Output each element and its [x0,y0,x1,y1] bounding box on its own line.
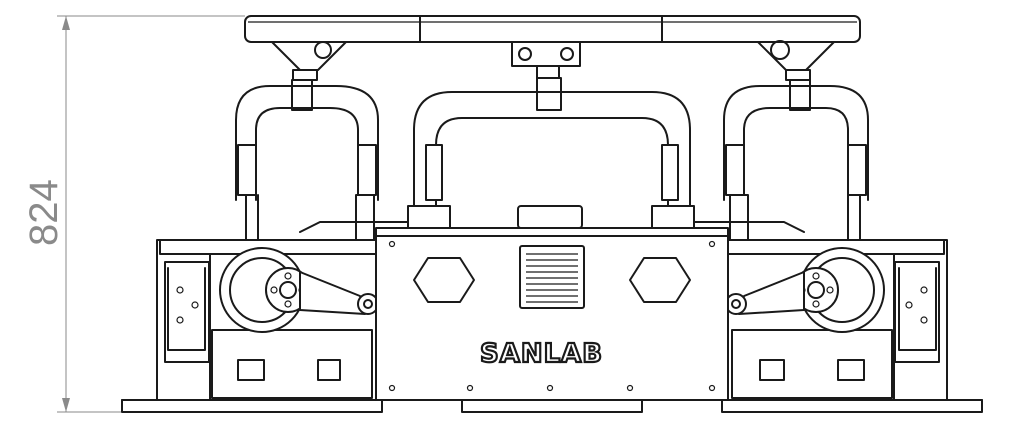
dimension-value: 824 [22,179,66,246]
height-dimension: 824 [22,15,245,413]
brand-label: SANLAB [480,339,603,369]
left-hanger [271,41,347,81]
center-yoke [413,77,691,211]
vent-grille [519,245,585,309]
right-crank [725,247,885,333]
hex-port-left [413,257,475,303]
right-hanger [757,40,835,81]
right-housing [727,239,948,401]
center-hanger [511,41,581,79]
base-plates [121,399,983,413]
top-beam [244,15,861,43]
hex-port-right [629,257,691,303]
body-top-mounts [299,205,805,233]
